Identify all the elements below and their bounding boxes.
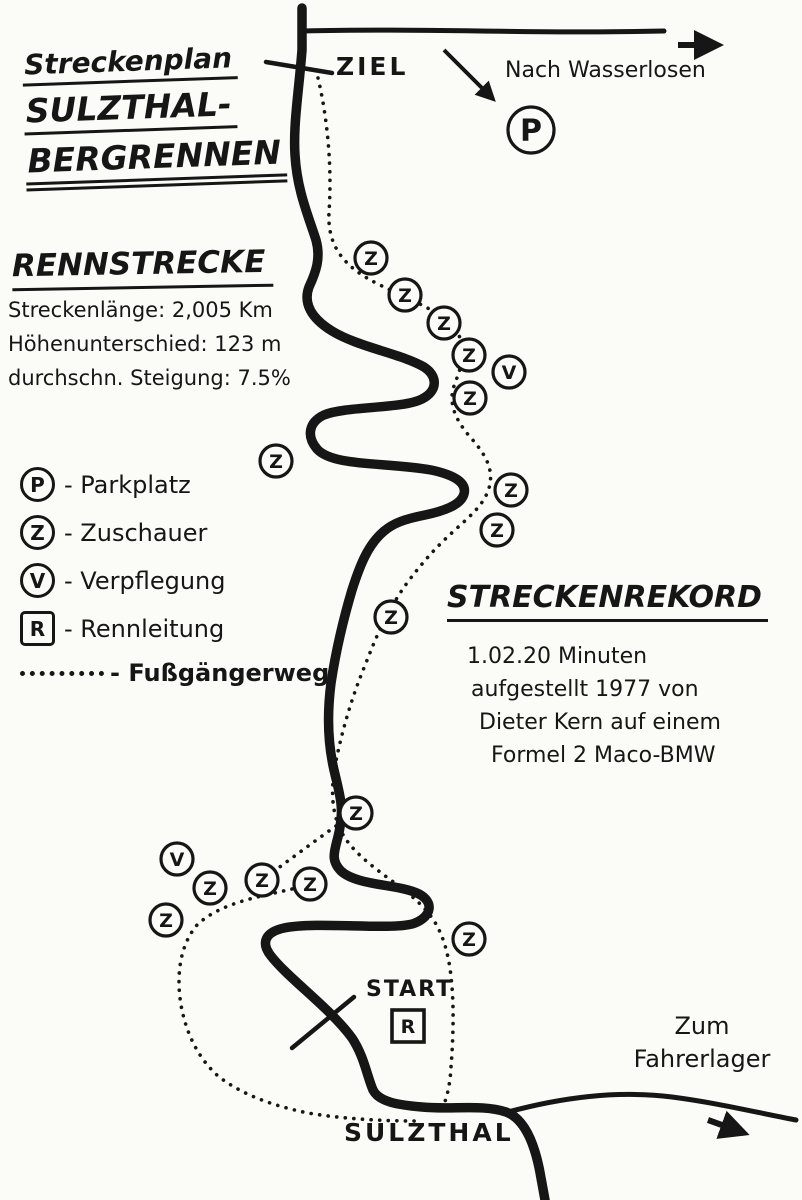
stat-elevation: Höhenunterschied: 123 m xyxy=(8,332,282,356)
legend-item-parkplatz: P - Parkplatz xyxy=(20,467,329,502)
legend-item-fussgaengerweg: - Fußgängerweg xyxy=(20,659,329,687)
sulzthal-label: SULZTHAL xyxy=(344,1118,514,1147)
spectator-marker-letter: Z xyxy=(203,878,217,900)
stat-gradient: durchschn. Steigung: 7.5% xyxy=(8,366,291,390)
refreshment-marker xyxy=(491,354,527,390)
refreshment-marker-letter: V xyxy=(502,362,517,384)
refreshment-marker xyxy=(159,841,195,877)
spectator-marker xyxy=(452,380,488,416)
race-course-path xyxy=(260,3,550,1200)
legend-label-zuschauer: - Zuschauer xyxy=(64,518,208,547)
title-line-2: SULZTHAL- xyxy=(23,84,238,136)
spectator-marker-letter: Z xyxy=(255,870,269,892)
spectator-marker xyxy=(451,921,487,957)
legend-item-zuschauer: Z - Zuschauer xyxy=(20,515,329,550)
start-line xyxy=(289,994,357,1051)
spectator-marker xyxy=(148,902,184,938)
spectator-marker-letter: Z xyxy=(303,874,317,896)
footpath-icon xyxy=(20,670,104,676)
record-driver: Dieter Kern auf einem xyxy=(479,710,721,735)
spectator-marker-letter: Z xyxy=(384,607,398,629)
legend: P - Parkplatz Z - Zuschauer V - Verpfleg… xyxy=(20,467,329,700)
spectator-marker-letter: Z xyxy=(490,520,504,542)
spectator-marker-letter: Z xyxy=(364,248,378,270)
legend-label-verpflegung: - Verpflegung xyxy=(64,566,226,595)
title-line-1: Streckenplan xyxy=(21,41,238,87)
spectator-marker xyxy=(479,512,515,548)
spectator-marker-letter: Z xyxy=(269,451,283,473)
spectator-icon: Z xyxy=(20,515,55,550)
fahrerlager-label: Zum Fahrerlager xyxy=(612,1010,792,1076)
stat-length: Streckenlänge: 2,005 Km xyxy=(8,298,273,322)
race-control-icon: R xyxy=(20,611,55,646)
top-road xyxy=(301,27,667,35)
spectator-marker-letter: Z xyxy=(349,803,363,825)
spectator-marker-letter: Z xyxy=(398,285,412,307)
legend-label-rennleitung: - Rennleitung xyxy=(64,614,225,643)
finish-line xyxy=(263,59,335,76)
spectator-marker xyxy=(353,240,389,276)
spectator-marker xyxy=(338,795,374,831)
spectator-marker xyxy=(373,599,409,635)
rennstrecke-heading: RENNSTRECKE xyxy=(11,243,274,292)
spectator-marker-letter: Z xyxy=(463,388,477,410)
record-time: 1.02.20 Minuten xyxy=(467,644,648,669)
spectator-marker-letter: Z xyxy=(462,345,476,367)
spectator-marker xyxy=(387,277,423,313)
legend-item-verpflegung: V - Verpflegung xyxy=(20,563,329,598)
spectator-marker xyxy=(451,337,487,373)
parking-marker-letter: P xyxy=(520,114,542,149)
parking-marker xyxy=(506,105,556,155)
refreshment-icon: V xyxy=(20,563,55,598)
refreshment-marker-letter: V xyxy=(170,849,185,871)
legend-label-parkplatz: - Parkplatz xyxy=(64,470,191,499)
spectator-marker xyxy=(292,866,328,902)
streckenrekord-heading: STRECKENREKORD xyxy=(447,580,768,622)
fahrerlager-line-2: Fahrerlager xyxy=(633,1045,771,1073)
spectator-marker xyxy=(258,443,294,479)
title-line-3: BERGRENNEN xyxy=(24,132,287,192)
legend-label-fussgaengerweg: - Fußgängerweg xyxy=(110,659,330,687)
race-control-marker xyxy=(390,1008,426,1044)
record-details: 1.02.20 Minuten aufgestellt 1977 von Die… xyxy=(467,640,721,772)
legend-item-rennleitung: R - Rennleitung xyxy=(20,611,329,646)
parking-arrow-icon xyxy=(442,48,496,102)
fahrerlager-line-1: Zum xyxy=(674,1012,730,1040)
spectator-marker-letter: Z xyxy=(159,910,173,932)
record-car: Formel 2 Maco-BMW xyxy=(491,743,716,768)
wasserlosen-label: Nach Wasserlosen xyxy=(505,58,706,83)
track-stats: Streckenlänge: 2,005 Km Höhenunterschied… xyxy=(8,298,291,400)
spectator-marker xyxy=(493,472,529,508)
spectator-marker-letter: Z xyxy=(437,313,451,335)
parking-icon: P xyxy=(20,467,55,502)
spectator-marker xyxy=(426,305,462,341)
spectator-marker-letter: Z xyxy=(462,929,476,951)
ziel-label: ZIEL xyxy=(336,52,409,81)
spectator-marker-letter: Z xyxy=(504,480,518,502)
race-control-marker-letter: R xyxy=(401,1016,416,1038)
spectator-marker xyxy=(192,870,228,906)
spectator-marker xyxy=(244,862,280,898)
fahrerlager-arrow-icon xyxy=(706,1110,750,1139)
record-year: aufgestellt 1977 von xyxy=(471,677,699,702)
start-label: START xyxy=(366,977,454,1002)
map-title: Streckenplan SULZTHAL- BERGRENNEN xyxy=(21,39,287,192)
exit-road xyxy=(505,1091,799,1123)
